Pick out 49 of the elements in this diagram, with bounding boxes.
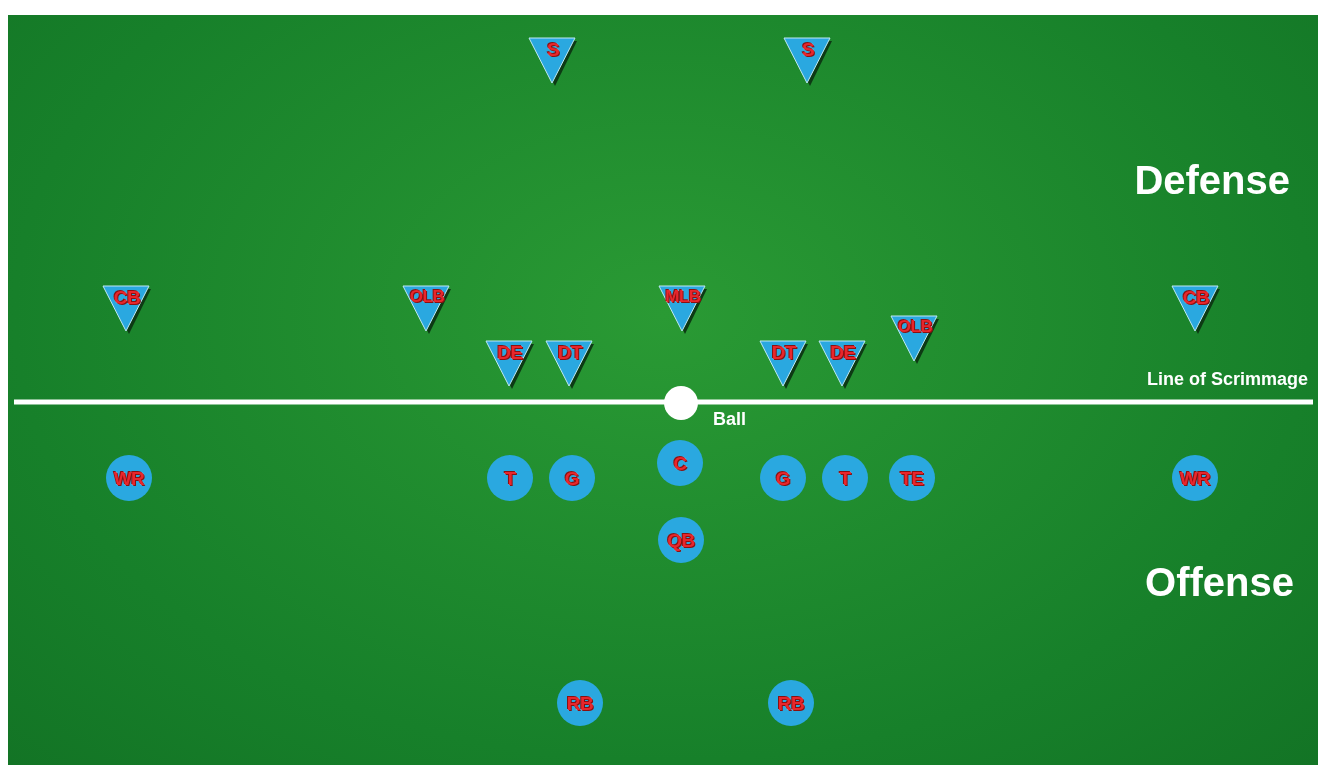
- offense-player-marker: [1172, 455, 1218, 501]
- team-label: Offense: [1145, 562, 1294, 602]
- defender-marker: [403, 286, 451, 334]
- position-label: QB: [666, 531, 696, 550]
- defender-marker: [546, 341, 594, 389]
- ball: [664, 386, 698, 420]
- offense-player-marker: [557, 680, 603, 726]
- position-label: DE: [496, 343, 524, 362]
- position-label: OLB: [408, 288, 446, 305]
- position-label: TE: [899, 469, 925, 488]
- position-label: DT: [770, 343, 798, 362]
- position-label: C: [672, 454, 688, 473]
- defender-marker: [659, 286, 707, 334]
- offense-player-marker: [889, 455, 935, 501]
- team-label: Defense: [1134, 160, 1290, 200]
- defender-marker: [760, 341, 808, 389]
- offense-player-marker: [106, 455, 152, 501]
- position-label: G: [774, 469, 792, 488]
- offense-player-marker: [549, 455, 595, 501]
- position-label: DT: [556, 343, 584, 362]
- position-label: RB: [776, 694, 806, 713]
- offense-player-marker: [658, 517, 704, 563]
- position-label: S: [545, 40, 561, 59]
- defender-marker: [784, 38, 832, 86]
- position-label: WR: [112, 469, 146, 488]
- offense-player-marker: [657, 440, 703, 486]
- position-label: OLB: [896, 318, 934, 335]
- position-label: G: [563, 469, 581, 488]
- position-label: T: [838, 469, 852, 488]
- defender-marker: [529, 38, 577, 86]
- position-label: MLB: [664, 288, 702, 305]
- ball-label: Ball: [713, 410, 746, 428]
- position-label: DE: [829, 343, 857, 362]
- defender-marker: [103, 286, 151, 334]
- line-label: Line of Scrimmage: [1146, 370, 1308, 388]
- position-label: CB: [112, 288, 142, 307]
- offense-player-marker: [768, 680, 814, 726]
- defender-marker: [891, 316, 939, 364]
- defender-marker: [1172, 286, 1220, 334]
- position-label: RB: [565, 694, 595, 713]
- position-label: WR: [1178, 469, 1212, 488]
- offense-player-marker: [487, 455, 533, 501]
- defender-marker: [819, 341, 867, 389]
- position-label: T: [503, 469, 517, 488]
- position-label: S: [800, 40, 816, 59]
- offense-player-marker: [822, 455, 868, 501]
- defender-marker: [486, 341, 534, 389]
- position-label: CB: [1181, 288, 1211, 307]
- offense-player-marker: [760, 455, 806, 501]
